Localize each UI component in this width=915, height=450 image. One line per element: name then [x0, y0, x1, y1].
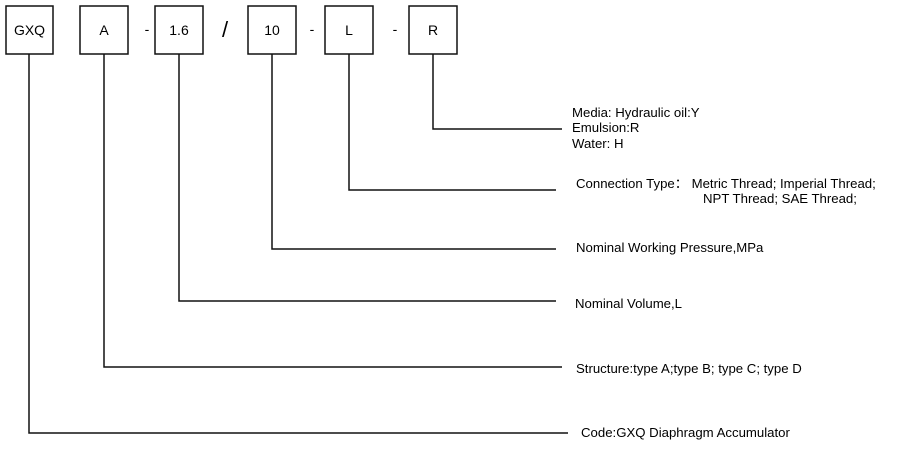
leader-line-pressure [271, 54, 556, 250]
description-code: Code:GXQ Diaphragm Accumulator [581, 425, 791, 440]
separator-dash-2: - [310, 21, 315, 37]
code-box-structure: A [79, 5, 129, 55]
description-structure: Structure:type A;type B; type C; type D [576, 361, 802, 376]
leader-line-connection [348, 54, 556, 191]
code-box-gxq: GXQ [5, 5, 54, 55]
leader-line-media [432, 54, 562, 130]
separator-dash-1: - [145, 21, 150, 37]
svg-text:L: L [345, 22, 353, 38]
separator-slash: / [222, 17, 229, 42]
code-box-media: R [408, 5, 458, 55]
description-connection: Connection Type： Metric Thread; Imperial… [576, 176, 876, 206]
svg-text:NPT Thread; SAE Thread;: NPT Thread; SAE Thread; [703, 191, 857, 206]
code-box-connection: L [324, 5, 374, 55]
svg-text:A: A [99, 22, 109, 38]
leader-line-structure [103, 54, 562, 368]
separator-dash-3: - [393, 21, 398, 37]
svg-text:Water: H: Water: H [572, 136, 624, 151]
svg-text:GXQ: GXQ [14, 22, 45, 38]
svg-text:R: R [428, 22, 438, 38]
leader-line-volume [178, 54, 556, 302]
code-box-volume: 1.6 [154, 5, 204, 55]
svg-text:Media: Hydraulic oil:Y: Media: Hydraulic oil:Y [572, 105, 700, 120]
leader-line-code [28, 54, 568, 434]
description-volume: Nominal Volume,L [575, 296, 682, 311]
description-pressure: Nominal Working Pressure,MPa [576, 240, 764, 255]
description-media: Media: Hydraulic oil:Y Emulsion:R Water:… [572, 105, 700, 151]
svg-text:Emulsion:R: Emulsion:R [572, 120, 639, 135]
svg-text:1.6: 1.6 [169, 22, 189, 38]
svg-text:Connection Type： Metric Threa: Connection Type： Metric Thread; Imperial… [576, 176, 876, 191]
svg-text:10: 10 [264, 22, 280, 38]
code-box-pressure: 10 [247, 5, 297, 55]
